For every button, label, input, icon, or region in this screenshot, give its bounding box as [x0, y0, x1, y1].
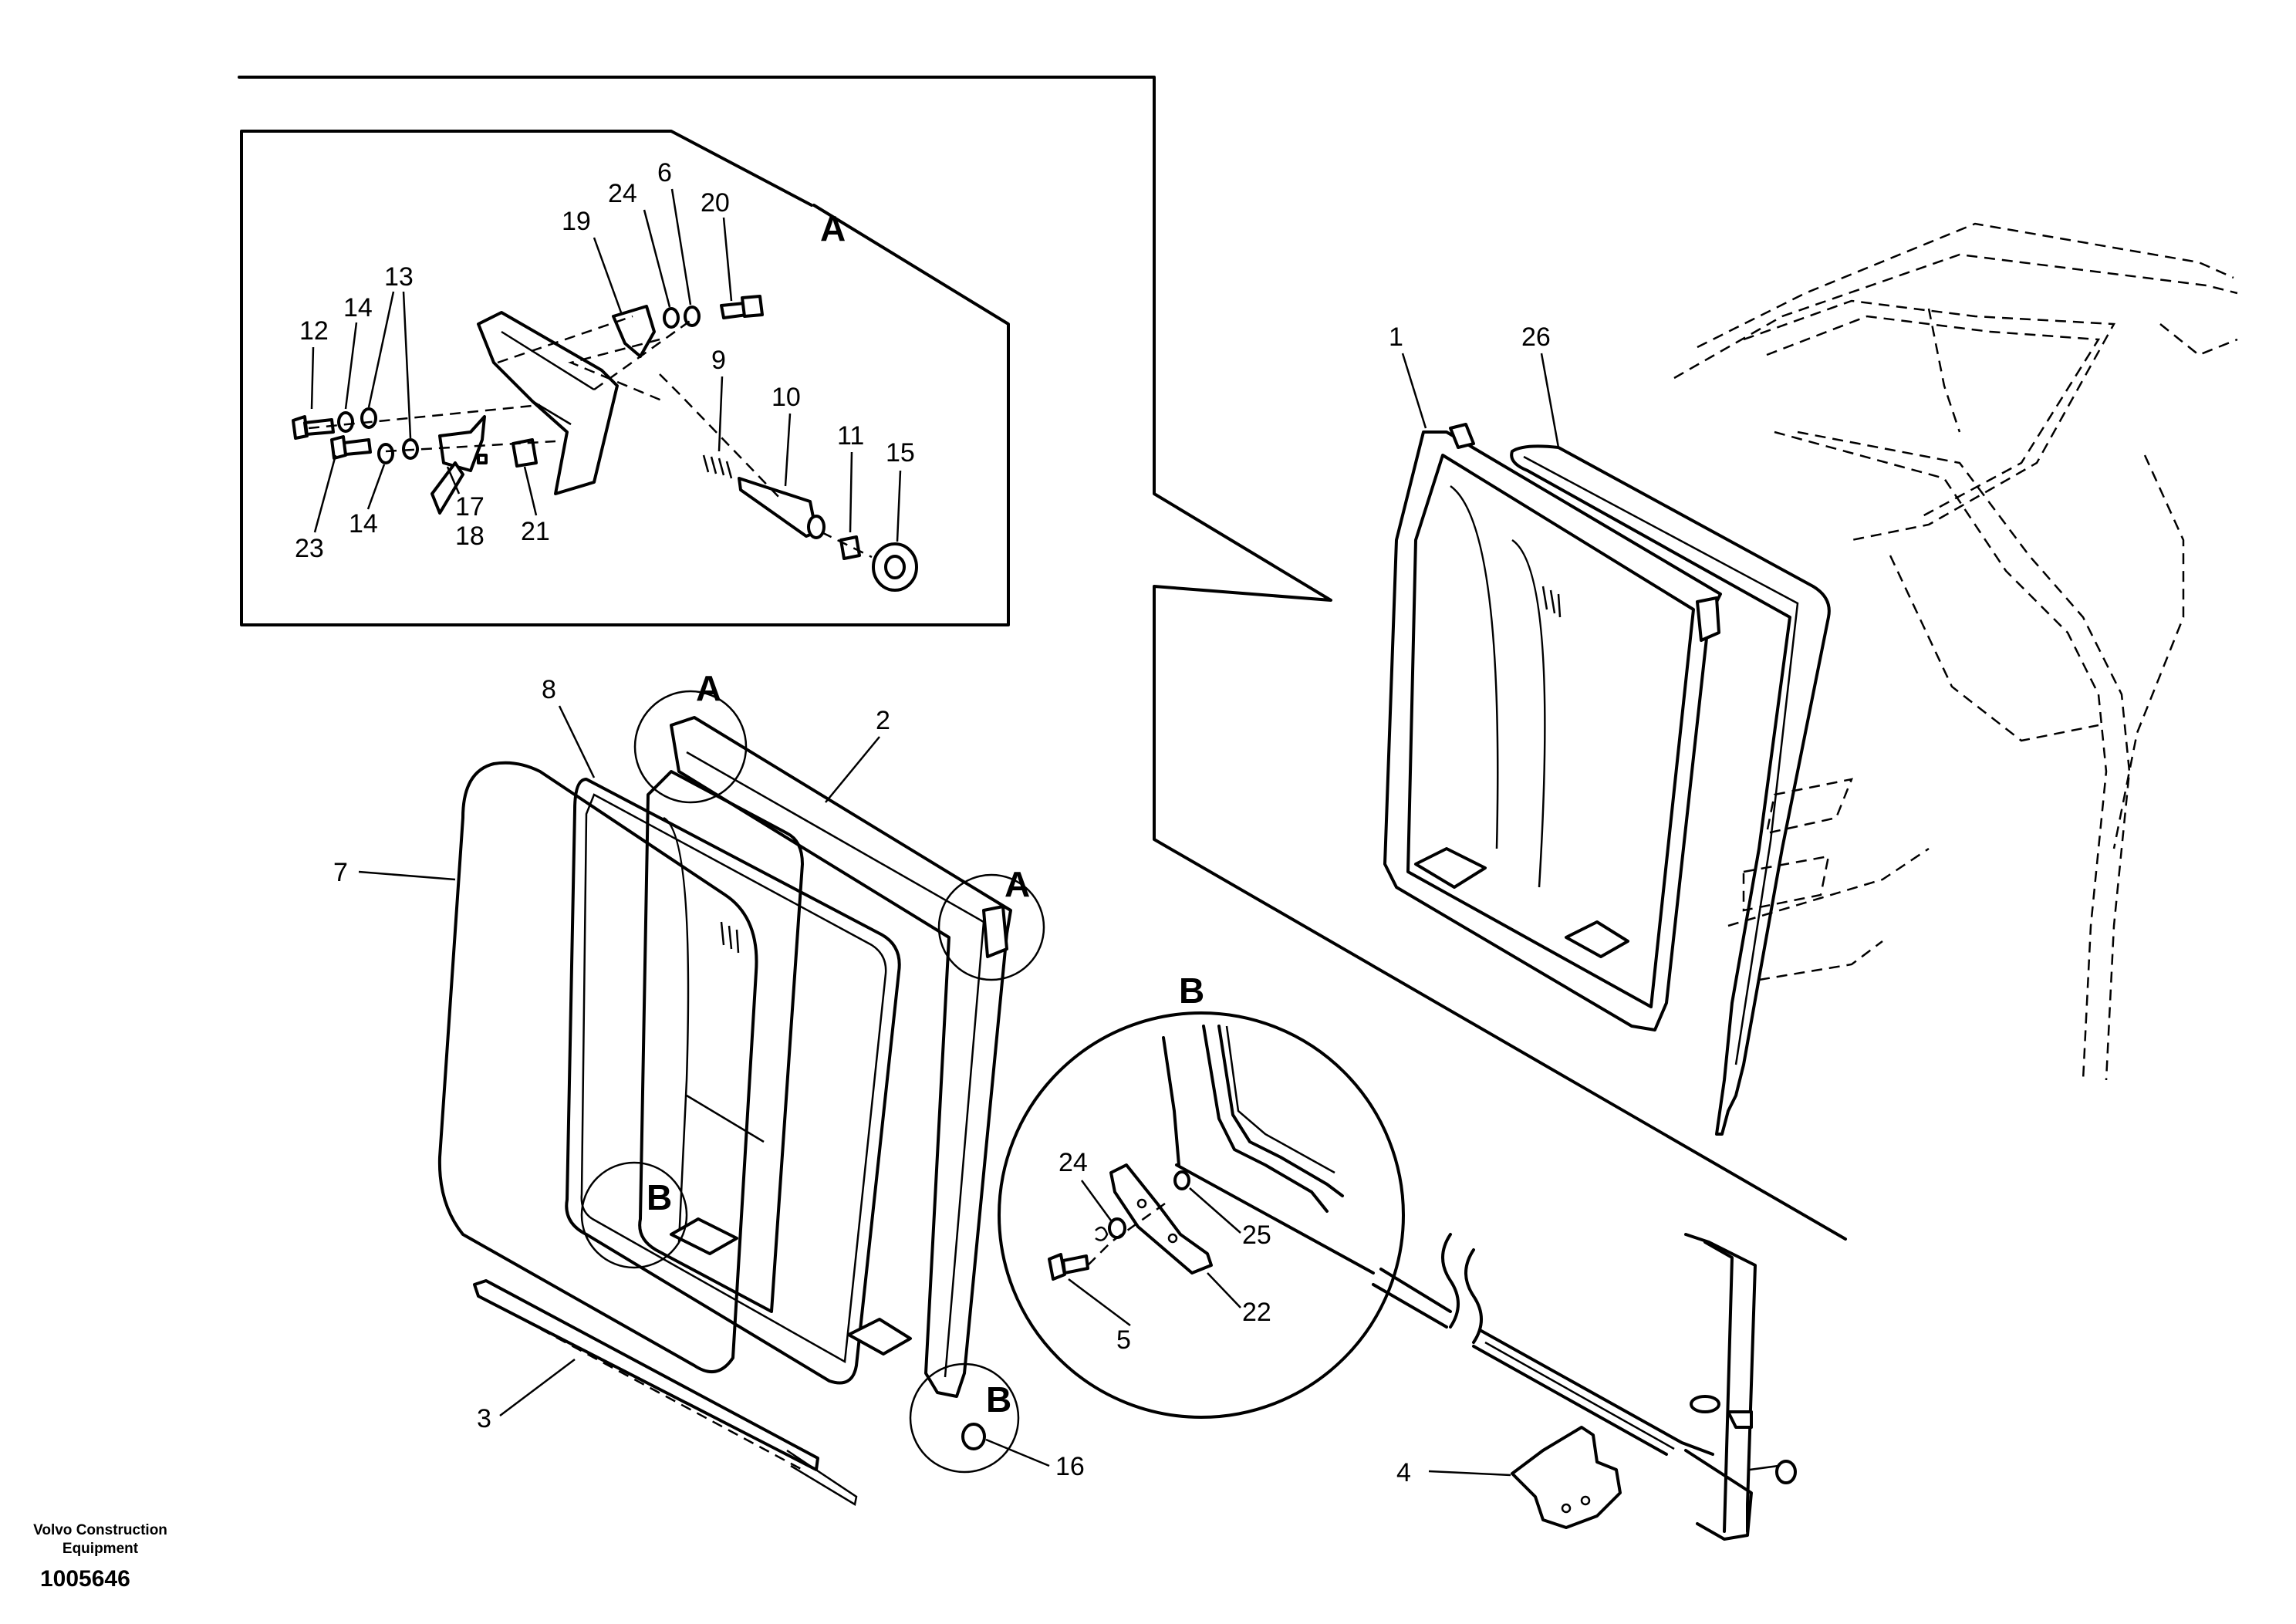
detail-b-label-bottom: B: [986, 1379, 1011, 1420]
window-assembly-right: 1 26: [1383, 322, 1831, 1136]
part-19-bracket: [612, 305, 656, 358]
part-11-nut: [839, 535, 861, 560]
detail-b-label-left: B: [647, 1177, 672, 1217]
document-number: 1005646: [40, 1566, 130, 1592]
window-assembly-left: A A B B 7 8 2 3 16: [333, 668, 1085, 1506]
bottom-rail-section: 4: [1372, 1233, 1797, 1541]
callout-13: 13: [384, 262, 414, 292]
callout-21: 21: [521, 517, 550, 546]
callout-23: 23: [295, 534, 324, 563]
callout-14-top: 14: [343, 293, 373, 322]
part-10-pin: [738, 477, 818, 538]
part-25-washer: [1173, 1170, 1190, 1190]
part-21-nut: [512, 438, 538, 468]
cab-outline: [1673, 222, 2238, 1081]
detail-b-marker-bottom: [909, 1362, 1020, 1474]
callout-24-detail-b: 24: [1059, 1148, 1088, 1177]
part-7-glass: [437, 761, 758, 1373]
callout-8: 8: [542, 675, 556, 704]
callout-19: 19: [562, 207, 591, 236]
part-26-seal: [1510, 444, 1831, 1136]
part-3-rail: [473, 1279, 819, 1471]
part-9-spring: [702, 454, 733, 479]
detail-a-label-side: A: [1004, 864, 1030, 904]
part-17-handle: [430, 461, 464, 515]
detail-a-label-top: A: [696, 668, 721, 708]
part-2-frame: [670, 716, 1012, 1398]
part-24-washer-detail-b: [1108, 1217, 1126, 1239]
part-5-bolt: [1048, 1253, 1089, 1281]
frame-section: [477, 311, 619, 495]
part-13-washer-upper: [360, 407, 377, 429]
detail-a-box: [240, 130, 1010, 626]
callout-1: 1: [1389, 322, 1403, 352]
part-4-bracket: [1511, 1426, 1622, 1529]
part-14-washer-lower: [377, 443, 394, 464]
brand-line-1: Volvo Construction: [33, 1522, 167, 1538]
callout-22: 22: [1242, 1298, 1271, 1327]
part-22-clip: [1109, 1163, 1213, 1275]
projection-outline: [238, 76, 1847, 1241]
detail-a-box-label: A: [820, 208, 846, 248]
callout-5: 5: [1116, 1325, 1131, 1355]
callout-24-detail-a: 24: [608, 179, 637, 208]
part-24-washer: [663, 307, 680, 329]
callout-11: 11: [837, 421, 864, 451]
part-1-frame: [1383, 430, 1722, 1031]
callout-6: 6: [657, 158, 672, 187]
part-23-bolt: [330, 435, 372, 460]
callout-15: 15: [886, 438, 915, 468]
callout-16: 16: [1055, 1452, 1085, 1481]
callout-26: 26: [1521, 322, 1551, 352]
callout-17: 17: [455, 492, 485, 522]
callout-12: 12: [299, 316, 329, 346]
detail-a-marker-top: [633, 690, 748, 804]
callout-3: 3: [477, 1404, 491, 1433]
detail-b-circle-label: B: [1179, 971, 1204, 1011]
brand-line-2: Equipment: [62, 1541, 139, 1557]
callout-20: 20: [701, 188, 730, 218]
callout-2: 2: [876, 706, 890, 735]
part-16-bushing: [961, 1423, 986, 1450]
part-8-seal: [565, 778, 901, 1385]
callout-10: 10: [772, 383, 801, 412]
part-17-hinge-plate: [438, 415, 486, 472]
detail-a-marker-side: [937, 873, 1045, 981]
callout-9: 9: [711, 346, 726, 375]
callout-18: 18: [455, 522, 485, 551]
callout-14-bottom: 14: [349, 509, 378, 539]
detail-b-marker-left: [580, 1161, 688, 1269]
brand-label: Volvo Construction Equipment: [0, 1521, 201, 1558]
callout-25: 25: [1242, 1221, 1271, 1250]
detail-a-parts: [292, 295, 918, 592]
callout-4: 4: [1396, 1458, 1411, 1487]
part-14-washer-upper: [337, 411, 354, 433]
callout-7: 7: [333, 858, 348, 887]
detail-a-callouts: 12 14 13 23 14 17 18 21 19 24 6 20 9 10 …: [295, 158, 915, 563]
detail-b-circle: B 24 25 22 5: [998, 971, 1405, 1419]
